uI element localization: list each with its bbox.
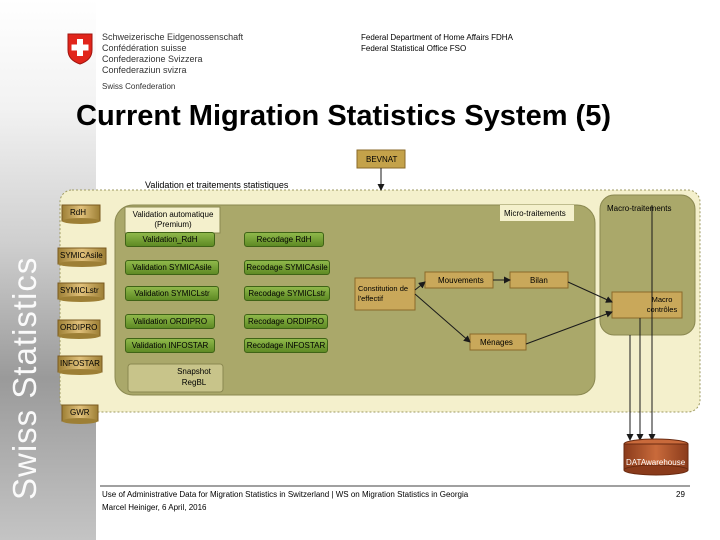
source-gwr-label: GWR — [70, 408, 90, 417]
source-symicasile-label: SYMICAsile — [60, 251, 103, 260]
db-gwr — [61, 404, 99, 424]
validation-symiclstr-button: Validation SYMICLstr — [125, 286, 219, 301]
source-ordipro-label: ORDIPRO — [60, 323, 98, 332]
bilan-label: Bilan — [530, 276, 548, 285]
micro-box — [500, 205, 574, 221]
macro-label: Macro-traitements — [607, 204, 672, 213]
logo-line-it: Confederazione Svizzera — [102, 54, 203, 64]
macro-controles-label: Macro contrôles — [646, 295, 678, 314]
arrow-bilan-macro — [567, 281, 613, 303]
db-rdh — [61, 204, 101, 224]
bevnat-label: BEVNAT — [366, 155, 398, 164]
footer-line-2: Marcel Heiniger, 6 April, 2016 — [102, 503, 207, 512]
validation-auto-label: Validation automatique (Premium) — [132, 210, 214, 229]
constitution-label: Constitution de l'effectif — [358, 284, 409, 303]
arrow-constitution-menages — [414, 293, 471, 343]
arrow-menages-macro — [525, 310, 613, 345]
recodage-infostar-button: Recodage INFOSTAR — [244, 338, 328, 353]
snapshot-label: Snapshot RegBL — [177, 367, 211, 387]
source-symiclstr-label: SYMICLstr — [60, 286, 99, 295]
db-symicasile — [57, 247, 107, 267]
constitution-box — [354, 277, 416, 311]
source-infostar-label: INFOSTAR — [60, 359, 100, 368]
validation-rdh-button: Validation_RdH — [125, 232, 215, 247]
micro-label: Micro-traitements — [504, 209, 566, 218]
footer-line-1: Use of Administrative Data for Migration… — [102, 490, 469, 499]
db-symiclstr — [57, 282, 105, 302]
macro-controles-box — [611, 291, 683, 319]
arrow-constitution-mouvements — [414, 281, 426, 291]
recodage-ordipro-button: Recodage ORDIPRO — [244, 314, 328, 329]
logo-line-de: Schweizerische Eidgenossenschaft — [102, 32, 244, 42]
logo-text: Schweizerische Eidgenossenschaft Confédé… — [102, 32, 243, 92]
recodage-symiclstr-button: Recodage SYMICLstr — [244, 286, 330, 301]
warehouse-label: DATAwarehouse — [626, 458, 686, 467]
source-rdh-label: RdH — [70, 208, 87, 217]
db-warehouse — [623, 438, 689, 476]
validation-infostar-button: Validation INFOSTAR — [125, 338, 215, 353]
db-ordipro — [57, 319, 101, 339]
validation-title: Validation et traitements statistiques — [145, 180, 289, 190]
page-title: Current Migration Statistics System (5) — [76, 100, 611, 132]
menages-label: Ménages — [480, 338, 513, 347]
page-number: 29 — [676, 490, 685, 499]
validation-auto-box — [124, 206, 221, 234]
recodage-symicasile-button: Recodage SYMICAsile — [244, 260, 330, 275]
logo-line-fr: Confédération suisse — [102, 43, 187, 53]
logo-line-rm: Confederaziun svizra — [102, 65, 187, 75]
mouvements-label: Mouvements — [438, 276, 484, 285]
db-infostar — [57, 355, 103, 375]
snapshot-box — [127, 363, 224, 393]
recodage-rdh-button: Recodage RdH — [244, 232, 324, 247]
logo-line-en: Swiss Confederation — [102, 82, 176, 91]
swiss-cross-logo-icon — [67, 33, 93, 65]
dept-line-1: Federal Department of Home Affairs FDHA — [361, 33, 513, 42]
dept-line-2: Federal Statistical Office FSO — [361, 44, 467, 53]
validation-ordipro-button: Validation ORDIPRO — [125, 314, 215, 329]
validation-symicasile-button: Validation SYMICAsile — [125, 260, 219, 275]
